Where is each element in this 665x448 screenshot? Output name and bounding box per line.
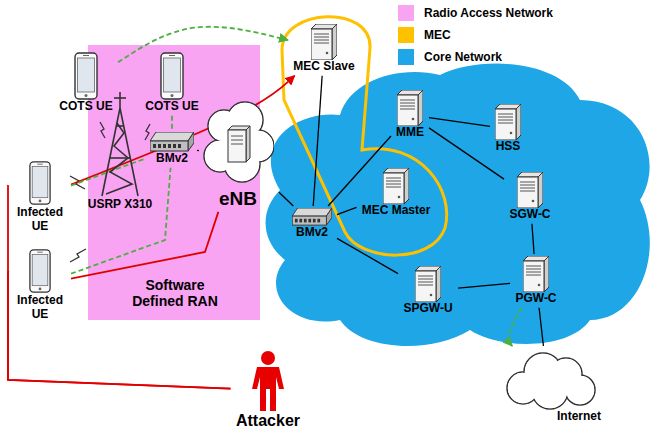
person-icon xyxy=(251,350,285,412)
server-node: HSS xyxy=(492,104,524,154)
network-link xyxy=(328,136,391,206)
mec-outline xyxy=(282,17,447,255)
attack-path xyxy=(71,212,218,279)
server-node: SGW-C xyxy=(506,172,554,222)
switch-node: BMv2 xyxy=(147,132,197,166)
network-link xyxy=(279,192,293,206)
network-link xyxy=(313,76,322,206)
server-icon xyxy=(495,104,521,140)
traffic-flow xyxy=(508,308,521,346)
node-label: eNB xyxy=(219,188,257,210)
server-icon xyxy=(397,90,423,126)
server-icon xyxy=(383,168,409,204)
node-label: BMv2 xyxy=(296,226,328,240)
region-title: Software Defined RAN xyxy=(125,277,225,309)
traffic-flow xyxy=(118,27,288,63)
traffic-flow xyxy=(171,116,173,130)
wireless-bolts xyxy=(70,122,150,262)
enb-icon xyxy=(202,96,274,188)
node-label: COTS UE xyxy=(59,100,112,114)
legend-text: Core Network xyxy=(424,50,502,64)
node-label: USRP X310 xyxy=(88,198,152,212)
legend-row: Core Network xyxy=(398,46,553,68)
legend: Radio Access NetworkMEC Core Network xyxy=(398,2,553,68)
cloud-icon xyxy=(498,348,598,410)
phone-node: COTS UE xyxy=(56,52,116,114)
node-label: MEC Slave xyxy=(293,60,354,74)
legend-text: Radio Access Network xyxy=(424,6,553,20)
server-icon xyxy=(523,256,549,292)
server-node: SPGW-U xyxy=(400,266,456,316)
server-node: MEC Master xyxy=(359,168,434,218)
phone-node: Infected UE xyxy=(11,248,69,322)
phone-icon xyxy=(160,52,184,100)
network-link xyxy=(197,150,199,151)
node-label: Infected UE xyxy=(14,294,66,322)
legend-row: Radio Access Network xyxy=(398,2,553,24)
ran-region-fill xyxy=(88,45,260,320)
legend-swatch xyxy=(398,5,414,21)
phone-icon xyxy=(29,160,51,206)
legend-swatch xyxy=(398,49,414,65)
switch-icon xyxy=(150,132,194,152)
node-label: PGW-C xyxy=(515,292,556,306)
server-node: MEC Slave xyxy=(290,24,358,74)
node-label: Internet xyxy=(557,410,601,424)
node-label: Attacker xyxy=(236,412,300,430)
node-label: Infected UE xyxy=(14,206,66,234)
node-label: SPGW-U xyxy=(403,302,452,316)
server-node: PGW-C xyxy=(512,256,560,306)
server-icon xyxy=(517,172,543,208)
internet-cloud: Internet xyxy=(495,348,601,424)
node-label: COTS UE xyxy=(145,100,198,114)
phone-node: COTS UE xyxy=(142,52,202,114)
node-label: SGW-C xyxy=(509,208,550,222)
traffic-flow xyxy=(71,168,171,274)
legend-text: MEC xyxy=(424,28,451,42)
network-link xyxy=(337,207,357,214)
phone-icon xyxy=(29,248,51,294)
network-link xyxy=(532,224,534,254)
network-link xyxy=(429,118,490,127)
attack-path xyxy=(8,186,231,389)
attacker-figure: Attacker xyxy=(233,350,304,430)
switch-icon xyxy=(292,208,332,226)
node-label: MEC Master xyxy=(362,204,431,218)
network-link xyxy=(458,283,510,288)
enb-node: eNB xyxy=(199,96,277,210)
legend-row: MEC xyxy=(398,24,553,46)
legend-swatch xyxy=(398,27,414,43)
node-label: HSS xyxy=(496,140,521,154)
node-label: MME xyxy=(396,126,424,140)
phone-node: Infected UE xyxy=(11,160,69,234)
server-node: MME xyxy=(393,90,427,140)
network-link xyxy=(429,128,504,179)
server-icon xyxy=(311,24,337,60)
network-link xyxy=(539,308,543,346)
server-icon xyxy=(415,266,441,302)
phone-icon xyxy=(74,52,98,100)
network-link xyxy=(337,238,398,273)
core-network-cloud xyxy=(266,64,650,346)
node-label: BMv2 xyxy=(156,152,188,166)
switch-node: BMv2 xyxy=(289,208,335,240)
